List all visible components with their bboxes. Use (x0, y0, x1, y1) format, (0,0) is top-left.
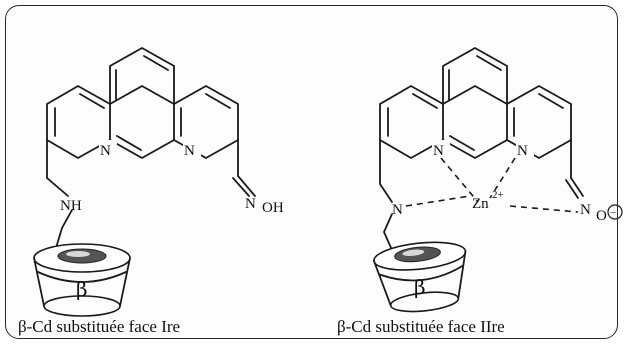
figure-frame (5, 5, 618, 339)
right-atom-oxime-n: N (580, 202, 591, 218)
right-atom-n2: N (517, 143, 528, 159)
right-atom-n1: N (433, 143, 444, 159)
right-atom-oxime-o: O (596, 208, 607, 224)
left-ring-a-double2 (79, 93, 105, 109)
coord-namine-zn (405, 195, 471, 207)
left-ring-c-d1 (205, 93, 231, 109)
right-atom-minus: − (610, 207, 616, 219)
left-atom-oxime-n: N (245, 196, 256, 212)
left-atom-n1: N (100, 143, 111, 159)
right-phenanthroline (379, 46, 584, 251)
right-ring-top-bonds (442, 46, 508, 105)
right-atom-zn-charge: 2+ (492, 189, 504, 201)
left-atom-oxime-oh: OH (262, 200, 284, 216)
right-cyclodextrin (373, 241, 467, 313)
left-atom-n2: N (184, 143, 195, 159)
left-caption: β-Cd substituée face Ire (18, 317, 180, 336)
right-cd-beta: β (414, 275, 426, 299)
right-atom-amine-n: N (392, 202, 403, 218)
left-cyclodextrin (33, 243, 131, 317)
right-minus-circle (607, 204, 623, 220)
right-ch2-bond (379, 139, 393, 203)
left-linker-bond (55, 209, 73, 249)
right-linker-bond (383, 213, 393, 251)
left-ring-b-d1 (116, 135, 142, 151)
left-ring-top-d2 (143, 55, 169, 71)
left-oxime-double (232, 177, 250, 197)
left-phenanthroline (46, 46, 256, 249)
right-oxime-c-bond (570, 139, 584, 197)
coord-n2-zn (489, 157, 516, 199)
right-caption: β-Cd substituée face IIre (337, 317, 505, 336)
left-oxime-c-bond (237, 139, 256, 197)
coord-n1-zn (440, 157, 479, 203)
right-atom-zn: Zn (472, 196, 489, 212)
left-atom-nh: NH (60, 198, 82, 214)
left-ch2-bond (46, 139, 69, 197)
right-ring-b-bonds (442, 84, 508, 160)
coord-zn-oxime (509, 205, 579, 213)
left-cd-beta: β (76, 277, 88, 301)
left-ring-top-bonds (109, 46, 175, 105)
left-ring-b-bonds (109, 84, 175, 160)
